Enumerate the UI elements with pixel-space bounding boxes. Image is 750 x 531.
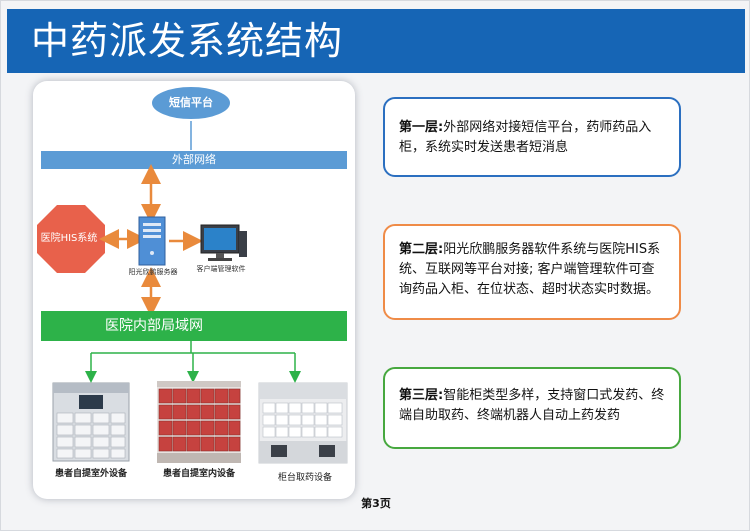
computer-icon xyxy=(200,224,247,261)
layer-3-label: 第三层: xyxy=(399,388,444,403)
layer-1-card: 第一层:外部网络对接短信平台，药师药品入柜，系统实时发送患者短消息 xyxy=(383,97,681,177)
external-network-bar xyxy=(41,151,347,169)
layer-1-label: 第一层: xyxy=(399,120,444,135)
client-software-label: 客户端管理软件 xyxy=(196,265,246,273)
sms-platform-node xyxy=(150,85,232,121)
device-caption-outdoor: 患者自提室外设备 xyxy=(54,469,127,479)
layer-1-text: 外部网络对接短信平台，药师药品入柜，系统实时发送患者短消息 xyxy=(399,120,652,155)
layer-2-label: 第二层: xyxy=(399,242,444,257)
server-icon xyxy=(138,216,166,266)
system-diagram: 短信平台 外部网络 医院HIS系统 阳光欣鹏服务器 客户端管理软件 医院内部局域… xyxy=(33,81,355,499)
external-network-label: 外部网络 xyxy=(172,153,216,166)
distribution-lines xyxy=(85,341,301,383)
hospital-his-label: 医院HIS系统 xyxy=(40,233,98,244)
layer-3-card: 第三层:智能柜类型多样，支持窗口式发药、终端自助取药、终端机器人自动上药发药 xyxy=(383,367,681,449)
internal-lan-label: 医院内部局域网 xyxy=(105,318,203,334)
device-caption-indoor: 患者自提室内设备 xyxy=(162,469,235,479)
page-number: 第3页 xyxy=(361,497,391,510)
device-caption-counter: 柜台取药设备 xyxy=(277,473,332,483)
outdoor-device-image xyxy=(52,382,130,462)
counter-device-image xyxy=(258,382,348,464)
title-bar: 中药派发系统结构 xyxy=(7,9,745,73)
his-octagon xyxy=(37,205,105,273)
sms-platform-label: 短信平台 xyxy=(169,96,213,109)
layer-2-text: 阳光欣鹏服务器软件系统与医院HIS系统、互联网等平台对接; 客户端管理软件可查询… xyxy=(399,242,661,297)
indoor-device-image xyxy=(157,381,241,463)
internal-lan-bar xyxy=(41,311,347,341)
layer-2-card: 第二层:阳光欣鹏服务器软件系统与医院HIS系统、互联网等平台对接; 客户端管理软… xyxy=(383,224,681,320)
server-label: 阳光欣鹏服务器 xyxy=(128,268,178,276)
layer-3-text: 智能柜类型多样，支持窗口式发药、终端自助取药、终端机器人自动上药发药 xyxy=(399,388,665,423)
page-title: 中药派发系统结构 xyxy=(31,19,344,63)
diagram-canvas xyxy=(37,85,348,464)
